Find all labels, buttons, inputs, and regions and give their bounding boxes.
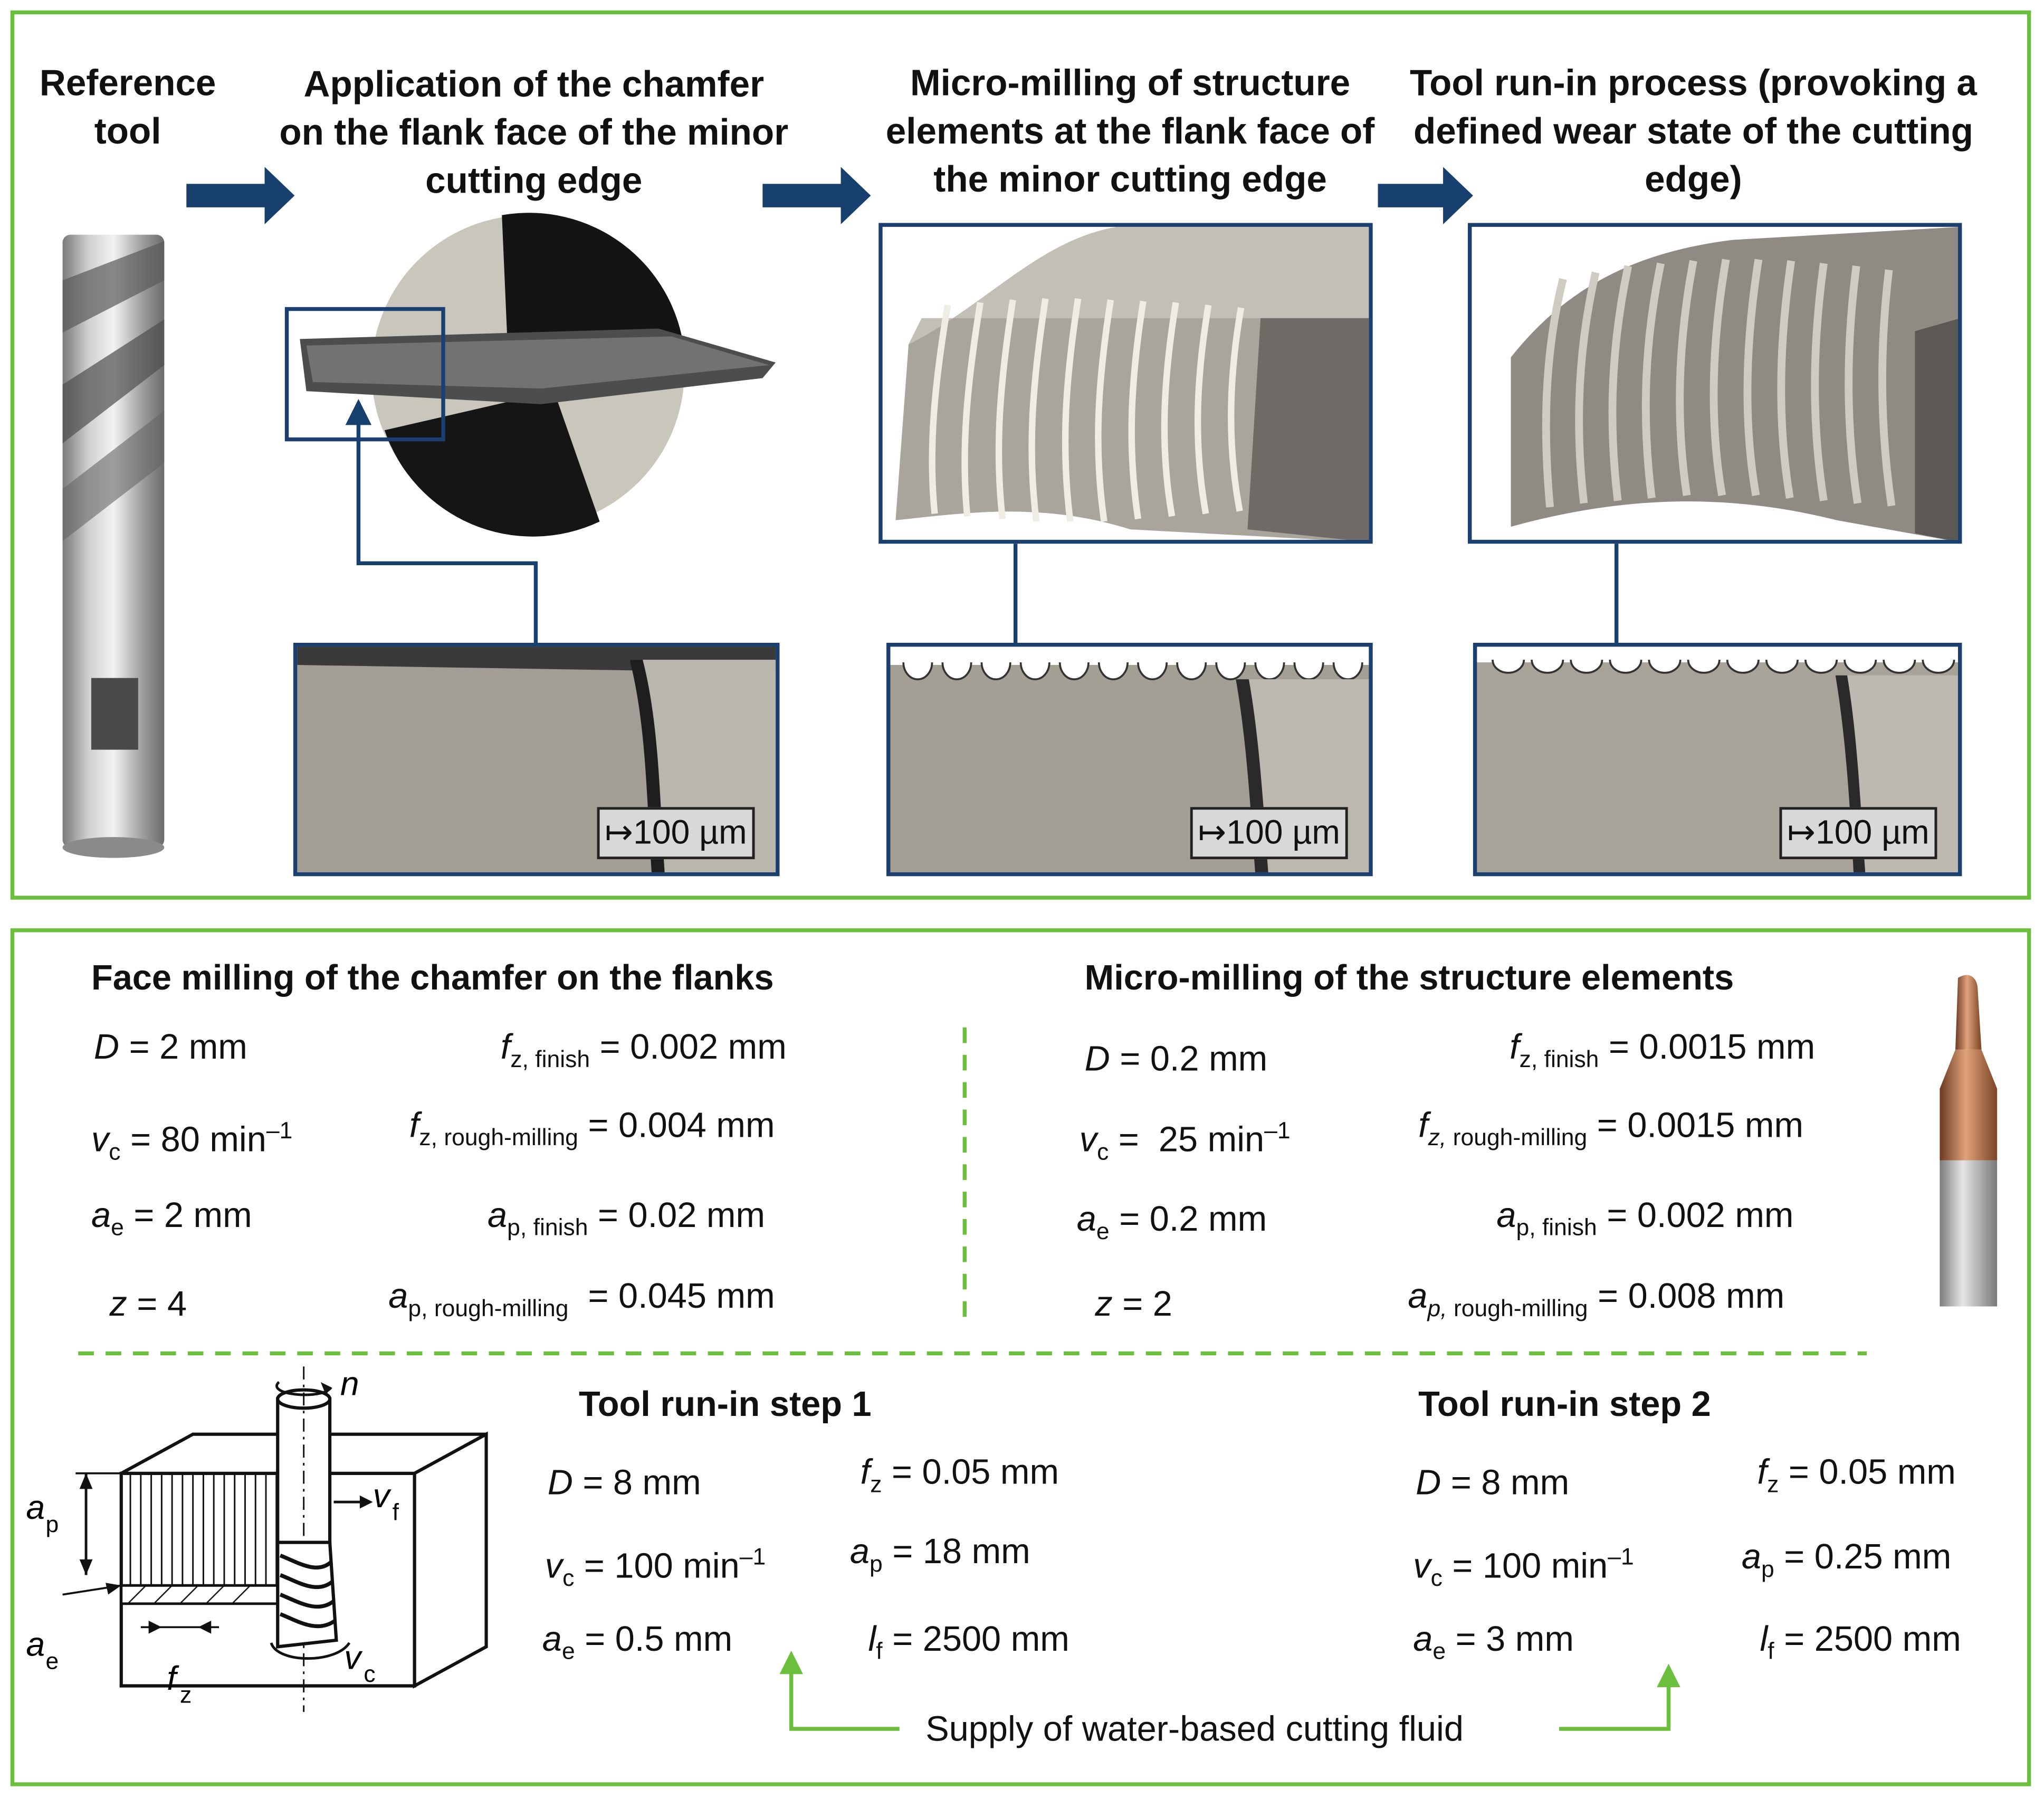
micro-ae: ae = 0.2 mm xyxy=(1076,1199,1267,1244)
chamfer-detail-image: ↦100 µm xyxy=(293,643,780,877)
step1-ap: ap = 18 mm xyxy=(849,1531,1030,1577)
title-micro-milling: Micro-milling of structure elements at t… xyxy=(885,62,1375,200)
run-in-step2-title: Tool run-in step 2 xyxy=(1418,1384,1711,1424)
micro-z: z = 2 xyxy=(1095,1284,1172,1324)
arrow-right-2 xyxy=(762,167,871,224)
label-ap: a xyxy=(26,1488,45,1526)
label-vc: v xyxy=(344,1638,363,1676)
milling-sketch: n v f v c a p a e f z xyxy=(26,1366,488,1712)
face-ap-rough: ap, rough-milling = 0.045 mm xyxy=(388,1276,775,1321)
run-in-detail-image: ↦100 µm xyxy=(1473,643,1962,877)
step1-ae: ae = 0.5 mm xyxy=(542,1619,733,1664)
micro-structure-image xyxy=(878,223,1373,544)
arrow-right-3 xyxy=(1378,167,1473,224)
micro-tool-image xyxy=(1940,975,1998,1307)
connector-chamfer xyxy=(356,420,538,643)
label-ap-sub: p xyxy=(45,1511,59,1537)
flow-arrows xyxy=(186,167,1636,643)
face-milling-title: Face milling of the chamfer on the flank… xyxy=(91,958,774,998)
micro-ap-rough: ap, rough-milling = 0.008 mm xyxy=(1408,1276,1785,1321)
arrowhead-chamfer xyxy=(345,399,372,425)
face-ap-finish: ap, finish = 0.02 mm xyxy=(488,1195,766,1241)
label-fz-sub: z xyxy=(180,1682,192,1708)
step1-D: D = 8 mm xyxy=(547,1463,701,1502)
scale-bar: ↦100 µm xyxy=(597,807,755,860)
micro-detail-image: ↦100 µm xyxy=(886,643,1373,877)
micro-fz-finish: fz, finish = 0.0015 mm xyxy=(1510,1027,1816,1072)
step1-fz: fz = 0.05 mm xyxy=(860,1452,1059,1498)
process-panel xyxy=(10,10,2031,900)
arrow-right-1 xyxy=(186,167,295,224)
micro-milling-title: Micro-milling of the structure elements xyxy=(1084,958,1734,998)
face-ae: ae = 2 mm xyxy=(91,1195,252,1241)
title-run-in: Tool run-in process (provoking a defined… xyxy=(1409,62,1977,200)
label-vc-sub: c xyxy=(364,1661,375,1687)
micro-vc: vc = 25 min–1 xyxy=(1079,1117,1291,1165)
step1-lf: lf = 2500 mm xyxy=(868,1619,1069,1664)
micro-fz-rough: fz, rough-milling = 0.0015 mm xyxy=(1418,1106,1804,1151)
step2-lf: lf = 2500 mm xyxy=(1760,1619,1961,1664)
face-fz-finish: fz, finish = 0.002 mm xyxy=(500,1027,787,1072)
chamfer-cross-section-image xyxy=(284,213,776,537)
micro-D: D = 0.2 mm xyxy=(1084,1039,1268,1079)
step2-fz: fz = 0.05 mm xyxy=(1757,1452,1956,1498)
step2-ap: ap = 0.25 mm xyxy=(1741,1537,1952,1582)
face-fz-rough: fz, rough-milling = 0.004 mm xyxy=(409,1106,775,1151)
reference-tool-image xyxy=(62,234,165,858)
label-vf-sub: f xyxy=(393,1500,399,1526)
label-n: n xyxy=(340,1366,359,1402)
face-z: z = 4 xyxy=(109,1284,187,1324)
step2-D: D = 8 mm xyxy=(1416,1463,1570,1502)
cutting-fluid-label: Supply of water-based cutting fluid xyxy=(925,1709,1464,1749)
parameters-panel xyxy=(10,928,2031,1786)
face-D: D = 2 mm xyxy=(93,1027,247,1067)
label-ae: a xyxy=(26,1625,45,1663)
step2-vc: vc = 100 min–1 xyxy=(1413,1544,1634,1592)
label-vf: v xyxy=(373,1477,392,1515)
title-chamfer: Application of the chamfer on the flank … xyxy=(279,64,789,201)
micro-ap-finish: ap, finish = 0.002 mm xyxy=(1496,1195,1794,1241)
run-in-step1-title: Tool run-in step 1 xyxy=(578,1384,872,1424)
scale-bar: ↦100 µm xyxy=(1779,807,1937,860)
title-reference-tool: Reference tool xyxy=(39,62,216,151)
step1-vc: vc = 100 min–1 xyxy=(545,1544,766,1592)
step2-ae: ae = 3 mm xyxy=(1413,1619,1574,1664)
face-vc: vc = 80 min–1 xyxy=(91,1117,293,1165)
scale-bar: ↦100 µm xyxy=(1190,807,1348,860)
run-in-structure-image xyxy=(1468,223,1962,544)
label-ae-sub: e xyxy=(45,1648,59,1674)
